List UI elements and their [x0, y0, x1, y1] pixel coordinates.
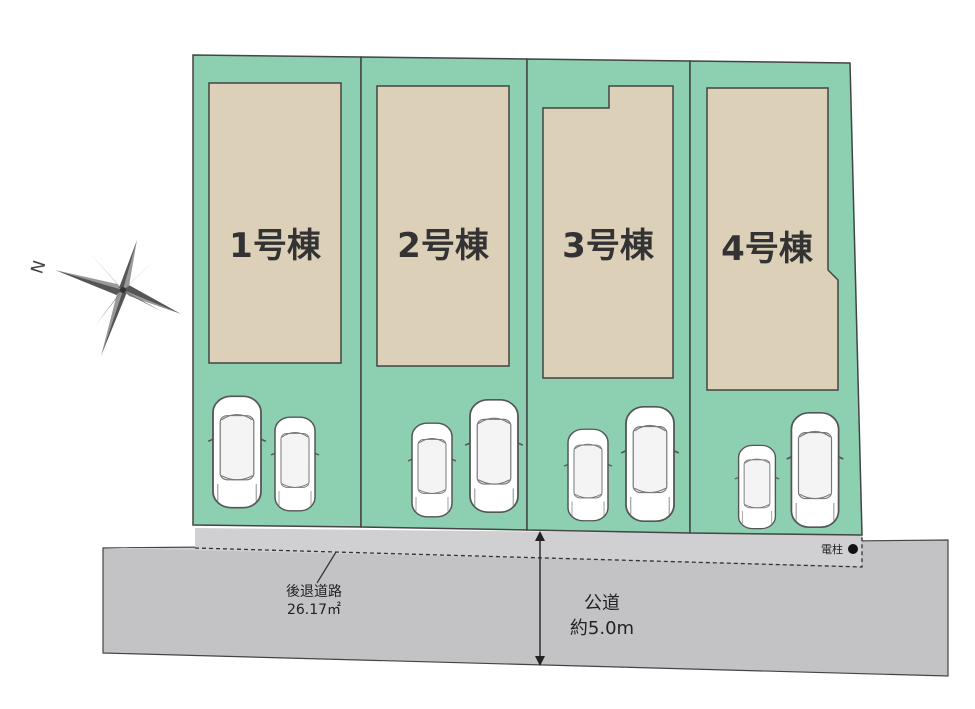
compass-rose-icon: [55, 240, 181, 356]
setback-label: 後退道路: [286, 584, 342, 600]
car-lot3-small: [563, 428, 613, 522]
car-lot1-large: [207, 395, 267, 509]
car-lot4-large: [785, 411, 845, 529]
lot-label-2: 2号棟: [397, 226, 490, 266]
building-1: [208, 82, 342, 364]
lot-label-3: 3号棟: [562, 226, 655, 266]
setback-leader-line: [316, 551, 337, 584]
car-lot4-small: [734, 444, 780, 530]
car-lot3-large: [620, 405, 680, 523]
lot-label-4: 4号棟: [721, 229, 814, 269]
public-road-width: 約5.0m: [570, 618, 634, 639]
dimension-arrow-bottom-icon: [535, 656, 545, 666]
utility-pole-icon: [848, 544, 858, 554]
building-3: [542, 85, 674, 379]
north-label: N: [27, 258, 50, 276]
car-lot1-small: [270, 416, 320, 512]
car-lot2-small: [407, 422, 457, 518]
building-2: [376, 85, 510, 367]
setback-strip: [103, 528, 862, 566]
dimension-arrow-top-icon: [535, 531, 545, 541]
public-road-label: 公道: [584, 593, 620, 614]
building-4: [706, 87, 839, 391]
setback-dashed-line: [194, 535, 863, 568]
utility-pole-label: 電柱: [821, 542, 843, 556]
car-lot2-large: [464, 398, 524, 514]
setback-area: 26.17㎡: [287, 602, 341, 618]
lot-label-1: 1号棟: [229, 226, 322, 266]
